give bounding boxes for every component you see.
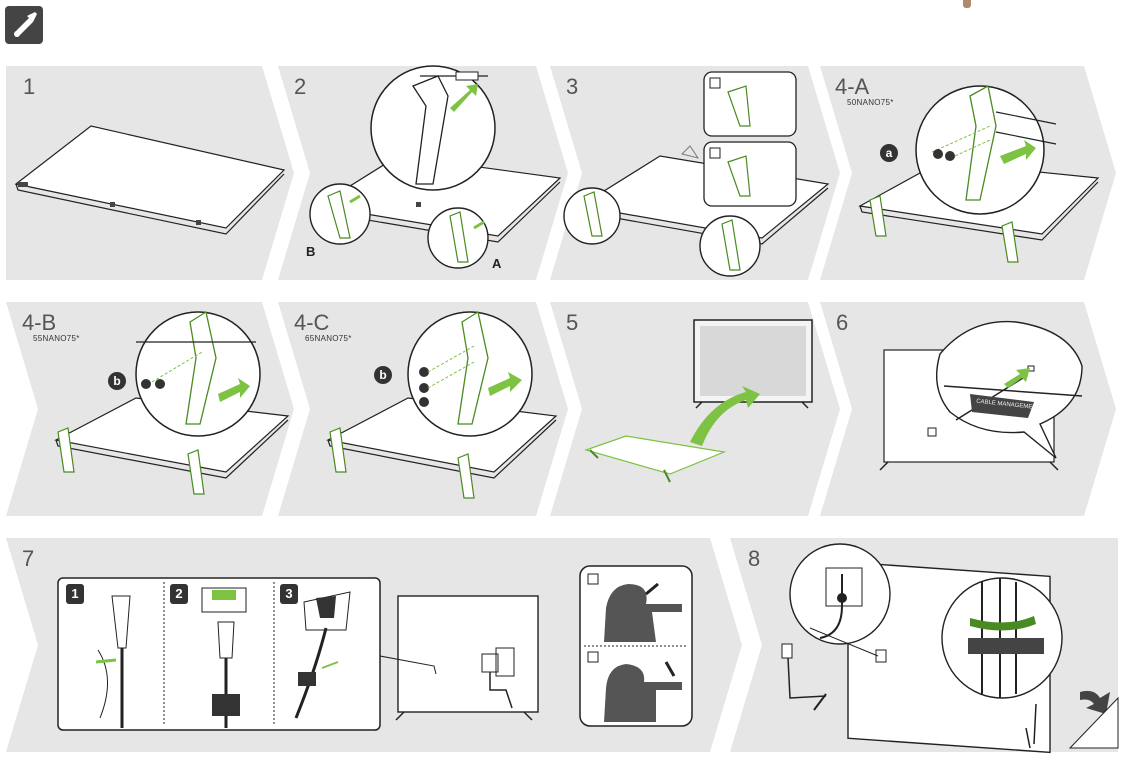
stand-screw-illustration <box>326 310 558 499</box>
substep-badge: 1 <box>66 584 84 604</box>
substep-badge: 2 <box>170 584 188 604</box>
step-number: 4-A <box>835 74 870 99</box>
screw-badge: b <box>374 366 392 384</box>
step-8-panel: 8 <box>730 538 1119 754</box>
power-cord-illustration <box>57 565 693 731</box>
step-4b-panel: 4-B 55NANO75* b <box>6 302 296 516</box>
step-number: 7 <box>22 546 35 571</box>
model-label: 50NANO75* <box>847 98 894 107</box>
stand-screw-illustration <box>54 310 290 495</box>
model-label: 65NANO75* <box>305 334 352 343</box>
screw-badge: a <box>880 144 898 162</box>
step-number: 5 <box>566 310 579 335</box>
corner-mark <box>963 0 971 8</box>
step-number: 8 <box>748 546 761 571</box>
step-number: 6 <box>836 310 849 335</box>
step-number: 4-C <box>294 310 330 335</box>
step-1-panel: 1 <box>6 66 296 280</box>
step-number: 4-B <box>22 310 57 335</box>
step-2-panel: 2 B A <box>278 65 568 280</box>
stand-label-a: A <box>492 256 502 271</box>
tv-upright-illustration <box>584 319 813 483</box>
step-5-panel: 5 <box>550 302 840 516</box>
cable-management-illustration <box>879 320 1083 471</box>
step-6-panel: 6 CABLE MANAGEMENT <box>820 302 1118 516</box>
tv-face-down-illustration <box>14 125 286 235</box>
screw-badge: b <box>108 372 126 390</box>
step-number: 2 <box>294 74 307 99</box>
step-number: 1 <box>23 74 36 99</box>
tools-icon <box>5 6 43 44</box>
cable-routing-illustration <box>781 543 1119 754</box>
step-3-panel: 3 <box>550 66 840 280</box>
stand-screw-illustration <box>858 84 1100 263</box>
step-number: 3 <box>566 74 579 99</box>
step-7-panel: 7 1 2 3 <box>6 538 746 752</box>
step-4c-panel: 4-C 65NANO75* b <box>278 302 568 516</box>
substep-badge: 3 <box>280 584 298 604</box>
model-label: 55NANO75* <box>33 334 80 343</box>
stand-attach-illustration <box>309 65 562 269</box>
step-4a-panel: 4-A 50NANO75* a <box>820 66 1118 280</box>
stand-label-b: B <box>306 244 316 259</box>
stand-lock-illustration <box>563 71 830 277</box>
